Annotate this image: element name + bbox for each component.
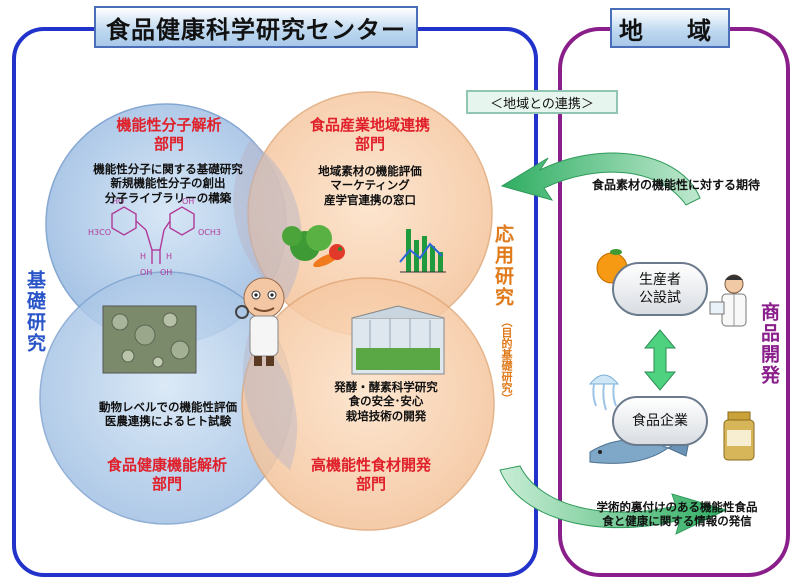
label-product-development: 商品開発	[758, 302, 780, 386]
doctor-mascot-icon	[235, 277, 285, 366]
jellyfish-icon	[588, 374, 620, 411]
molecule-atom-label: OH	[140, 268, 153, 277]
output-line: 学術的裏付けのある機能性食品	[596, 500, 758, 514]
label-basic-research: 基礎研究	[24, 270, 46, 354]
desc-line: 産学官連携の窓口	[324, 192, 416, 207]
molecule-atom-label: H	[140, 252, 147, 261]
output-text: 学術的裏付けのある機能性食品 食と健康に関する情報の発信	[566, 500, 788, 529]
producer-label: 生産者	[639, 271, 681, 288]
dept-name: 食品健康機能解析	[106, 456, 227, 474]
desc-line: マーケティング	[330, 178, 410, 193]
dept-suffix: 部門	[151, 474, 182, 493]
upper-arrow	[500, 152, 701, 206]
molecule-atom-label: H	[166, 252, 173, 261]
company-node: 食品企業	[612, 396, 708, 446]
desc-line: 地域素材の機能評価	[318, 164, 422, 178]
desc-line: 栽培技術の開発	[345, 408, 427, 423]
molecule-atom-label: HO	[112, 197, 125, 206]
desc-line: 食の安全･安心	[348, 394, 424, 409]
expectation-text: 食品素材の機能性に対する期待	[591, 178, 760, 192]
dept-name: 食品産業地域連携	[309, 116, 430, 134]
dept-regional-collab: 食品産業地域連携 部門	[292, 116, 448, 154]
microscope-cells-image	[102, 305, 197, 374]
desc-line: 動物レベルでの機能性評価	[99, 400, 237, 414]
vegetables-icon	[282, 225, 345, 268]
producer-label: 公設試	[639, 290, 681, 306]
desc-functional-food: 発酵・酵素科学研究 食の安全･安心 栽培技術の開発	[316, 380, 456, 423]
desc-regional-collab: 地域素材の機能評価 マーケティング 産学官連携の窓口	[300, 164, 440, 207]
regional-collaboration-banner: ＜地域との連携＞	[466, 90, 618, 114]
desc-line: 医農連携によるヒト試験	[104, 414, 232, 429]
supplement-bottle-icon	[723, 411, 755, 461]
molecule-atom-label: H3CO	[88, 228, 111, 237]
desc-line: 発酵・酵素科学研究	[334, 380, 438, 394]
scientist-icon	[709, 274, 747, 327]
label-applied-sub: （目的基礎研究）	[500, 316, 513, 404]
producer-node: 生産者 公設試	[612, 262, 708, 316]
double-arrow	[643, 329, 677, 391]
desc-line: 機能性分子に関する基礎研究	[93, 162, 243, 176]
molecule-atom-label: OCH3	[198, 228, 221, 237]
label-applied-research: 応用研究	[492, 224, 514, 308]
dept-name: 高機能性食材開発	[310, 456, 431, 474]
molecule-atom-label: OH	[182, 197, 195, 206]
lower-arrow	[499, 465, 728, 535]
center-title: 食品健康科学研究センター	[94, 6, 418, 48]
dept-suffix: 部門	[354, 134, 385, 153]
output-line: 食と健康に関する情報の発信	[602, 514, 752, 529]
bar-chart-icon	[399, 229, 446, 273]
dept-molecular-analysis: 機能性分子解析 部門	[96, 116, 242, 154]
desc-molecular-analysis: 機能性分子に関する基礎研究 新規機能性分子の創出 分子ライブラリーの構築	[68, 162, 268, 205]
region-title: 地 域	[610, 8, 730, 48]
desc-line: 分子ライブラリーの構築	[104, 190, 232, 205]
dept-suffix: 部門	[153, 134, 184, 153]
desc-line: 新規機能性分子の創出	[110, 176, 226, 191]
greenhouse-image	[351, 305, 445, 375]
dept-suffix: 部門	[355, 474, 386, 493]
molecule-atom-label: OH	[160, 268, 173, 277]
dept-name: 機能性分子解析	[116, 116, 222, 134]
dept-health-function: 食品健康機能解析 部門	[84, 456, 250, 494]
molecule-structure	[111, 206, 195, 264]
desc-health-function: 動物レベルでの機能性評価 医農連携によるヒト試験	[70, 400, 266, 429]
dept-functional-food: 高機能性食材開発 部門	[296, 456, 446, 494]
